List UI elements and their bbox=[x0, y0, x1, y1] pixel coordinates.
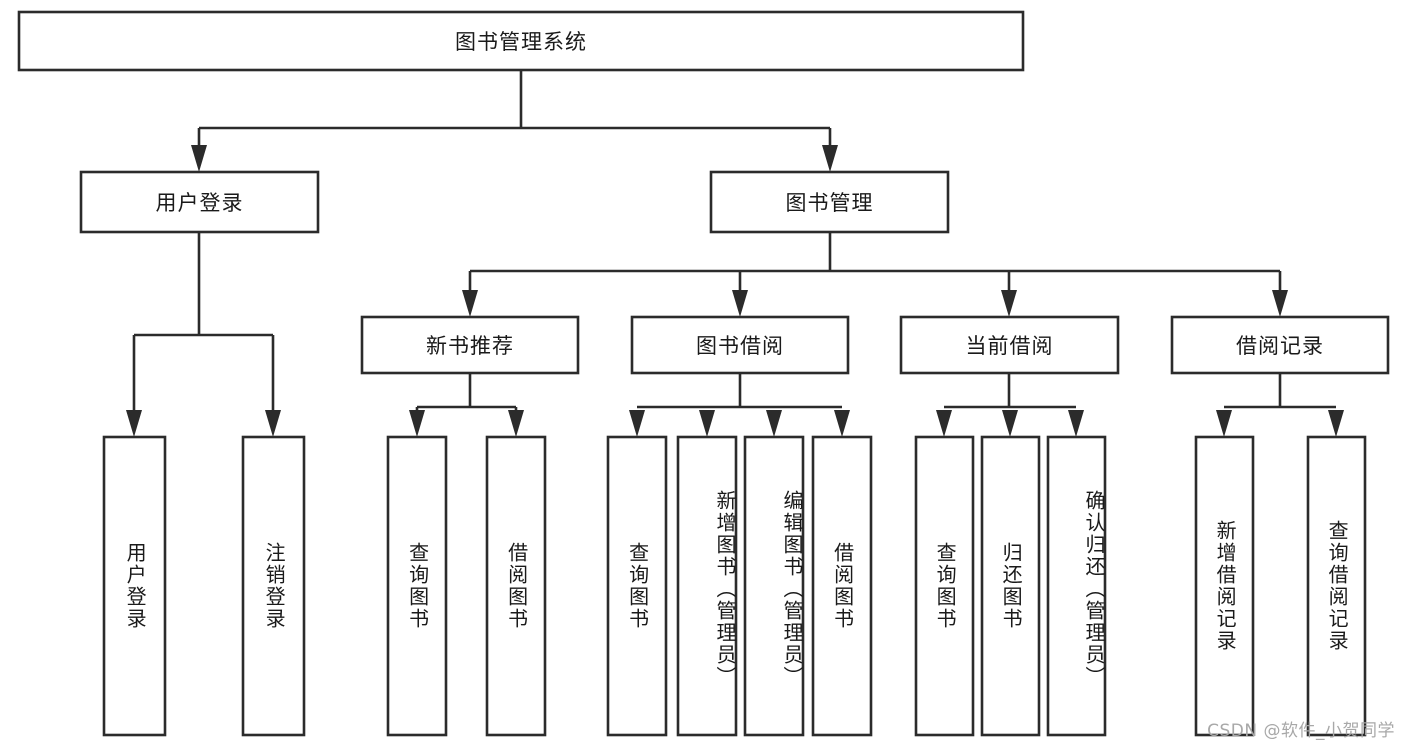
node-book-borrow[interactable] bbox=[630, 315, 850, 375]
node-user-login[interactable] bbox=[79, 170, 320, 234]
csdn-watermark: CSDN @软件_小贺同学 bbox=[1207, 721, 1395, 741]
arrow-head-leaf-borrow-book-1 bbox=[508, 410, 524, 437]
node-leaf-query-record[interactable] bbox=[1306, 435, 1367, 737]
node-leaf-add-record[interactable] bbox=[1194, 435, 1255, 737]
node-borrow-records[interactable] bbox=[1170, 315, 1390, 375]
node-current-borrow[interactable] bbox=[899, 315, 1120, 375]
arrow-head-new-book-recommend bbox=[462, 290, 478, 317]
node-book-management[interactable] bbox=[709, 170, 950, 234]
connector-group-root bbox=[191, 70, 838, 172]
arrow-head-leaf-user-login bbox=[126, 410, 142, 437]
node-leaf-query-book-1[interactable] bbox=[386, 435, 448, 737]
connector-group-current-borrow bbox=[936, 373, 1084, 437]
connector-group-user-login bbox=[126, 232, 281, 437]
arrow-head-leaf-query-book-1 bbox=[409, 410, 425, 437]
node-root[interactable] bbox=[17, 10, 1025, 72]
node-leaf-add-book[interactable] bbox=[676, 435, 738, 737]
arrow-head-leaf-add-book bbox=[699, 410, 715, 437]
node-leaf-return-book[interactable] bbox=[980, 435, 1041, 737]
node-leaf-logout[interactable] bbox=[241, 435, 306, 737]
arrow-head-leaf-borrow-book-2 bbox=[834, 410, 850, 437]
node-leaf-query-book-2[interactable] bbox=[606, 435, 668, 737]
arrow-head-leaf-add-record bbox=[1216, 410, 1232, 437]
arrow-head-leaf-return-book bbox=[1002, 410, 1018, 437]
arrow-head-leaf-query-book-2 bbox=[629, 410, 645, 437]
node-leaf-borrow-book-1[interactable] bbox=[485, 435, 547, 737]
arrow-head-leaf-edit-book bbox=[766, 410, 782, 437]
node-leaf-user-login[interactable] bbox=[102, 435, 167, 737]
connector-group-book-management bbox=[462, 232, 1288, 317]
arrow-head-book-borrow bbox=[732, 290, 748, 317]
arrow-head-leaf-confirm-return bbox=[1068, 410, 1084, 437]
node-leaf-edit-book[interactable] bbox=[743, 435, 805, 737]
node-leaf-query-book-3[interactable] bbox=[914, 435, 975, 737]
arrow-head-leaf-query-book-3 bbox=[936, 410, 952, 437]
connector-group-new-book-recommend bbox=[409, 373, 524, 437]
arrow-head-current-borrow bbox=[1001, 290, 1017, 317]
arrow-head-borrow-records bbox=[1272, 290, 1288, 317]
arrow-head-book-management bbox=[822, 145, 838, 172]
connector-group-borrow-records bbox=[1216, 373, 1344, 437]
arrow-head-leaf-query-record bbox=[1328, 410, 1344, 437]
node-new-book-recommend[interactable] bbox=[360, 315, 580, 375]
arrow-head-leaf-logout bbox=[265, 410, 281, 437]
connector-group-book-borrow bbox=[629, 373, 850, 437]
node-leaf-borrow-book-2[interactable] bbox=[811, 435, 873, 737]
arrow-head-user-login bbox=[191, 145, 207, 172]
node-leaf-confirm-return[interactable] bbox=[1046, 435, 1107, 737]
